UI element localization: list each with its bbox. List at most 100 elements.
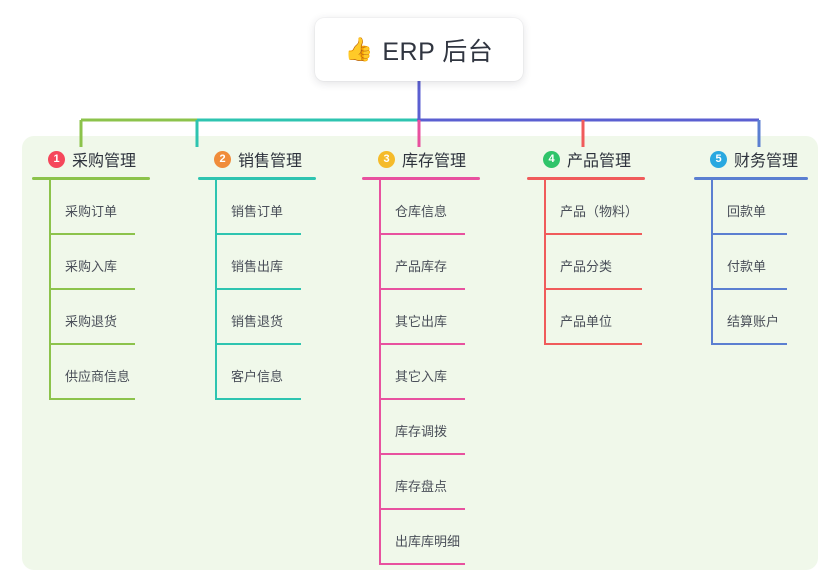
branch-underline <box>198 177 316 180</box>
leaf-underline <box>215 233 301 235</box>
leaf-underline <box>49 288 135 290</box>
leaf-underline <box>49 233 135 235</box>
branch-5[interactable]: 5 财务管理回款单付款单结算账户 <box>694 146 808 345</box>
branch-badge-icon: 3 <box>378 150 395 168</box>
leaf-label: 销售订单 <box>231 204 284 219</box>
leaf-item[interactable]: 客户信息 <box>198 345 316 400</box>
branch-children: 销售订单销售出库销售退货客户信息 <box>198 180 316 400</box>
leaf-label: 仓库信息 <box>395 204 448 219</box>
leaf-item[interactable]: 供应商信息 <box>32 345 150 400</box>
leaf-item[interactable]: 采购订单 <box>32 180 150 235</box>
leaf-underline <box>49 343 135 345</box>
branch-header-1[interactable]: 1 采购管理 <box>32 146 150 172</box>
branch-badge-icon: 4 <box>543 150 560 168</box>
branch-header-5[interactable]: 5 财务管理 <box>694 146 808 172</box>
leaf-label: 出库库明细 <box>395 534 461 549</box>
leaf-label: 销售退货 <box>231 314 284 329</box>
leaf-underline <box>215 288 301 290</box>
branch-trunk-line <box>711 180 713 345</box>
branch-children: 产品（物料） 产品分类产品单位 <box>527 180 645 345</box>
leaf-item[interactable]: 库存盘点 <box>362 455 480 510</box>
leaf-item[interactable]: 采购退货 <box>32 290 150 345</box>
leaf-label: 供应商信息 <box>65 369 131 384</box>
leaf-label: 采购入库 <box>65 259 118 274</box>
leaf-label: 产品分类 <box>560 259 613 274</box>
branch-children: 仓库信息产品库存其它出库其它入库库存调拨库存盘点出库库明细 <box>362 180 480 565</box>
leaf-item[interactable]: 结算账户 <box>694 290 808 345</box>
branch-children: 采购订单采购入库采购退货供应商信息 <box>32 180 150 400</box>
branch-title: 销售管理 <box>238 153 303 170</box>
branch-children: 回款单付款单结算账户 <box>694 180 808 345</box>
branch-3[interactable]: 3 库存管理仓库信息产品库存其它出库其它入库库存调拨库存盘点出库库明细 <box>362 146 480 565</box>
leaf-label: 库存盘点 <box>395 479 448 494</box>
leaf-item[interactable]: 其它出库 <box>362 290 480 345</box>
leaf-item[interactable]: 产品（物料） <box>527 180 645 235</box>
leaf-item[interactable]: 销售出库 <box>198 235 316 290</box>
leaf-underline <box>49 398 135 400</box>
leaf-label: 回款单 <box>727 204 767 219</box>
leaf-item[interactable]: 采购入库 <box>32 235 150 290</box>
branch-header-2[interactable]: 2 销售管理 <box>198 146 316 172</box>
leaf-label: 采购订单 <box>65 204 118 219</box>
branch-badge-icon: 5 <box>710 150 727 168</box>
leaf-label: 其它入库 <box>395 369 448 384</box>
leaf-underline <box>544 343 642 345</box>
branch-trunk-line <box>215 180 217 400</box>
branch-title: 库存管理 <box>402 153 467 170</box>
leaf-label: 产品库存 <box>395 259 448 274</box>
leaf-underline <box>544 288 642 290</box>
branch-underline <box>527 177 645 180</box>
leaf-underline <box>711 233 787 235</box>
branch-header-4[interactable]: 4 产品管理 <box>527 146 645 172</box>
leaf-label: 客户信息 <box>231 369 284 384</box>
leaf-underline <box>215 398 301 400</box>
leaf-underline <box>379 453 465 455</box>
leaf-label: 产品单位 <box>560 314 613 329</box>
leaf-item[interactable]: 产品单位 <box>527 290 645 345</box>
leaf-item[interactable]: 产品分类 <box>527 235 645 290</box>
branch-trunk-line <box>379 180 381 565</box>
leaf-item[interactable]: 仓库信息 <box>362 180 480 235</box>
leaf-underline <box>379 288 465 290</box>
leaf-item[interactable]: 出库库明细 <box>362 510 480 565</box>
leaf-label: 销售出库 <box>231 259 284 274</box>
branch-1[interactable]: 1 采购管理采购订单采购入库采购退货供应商信息 <box>32 146 150 400</box>
branch-title: 产品管理 <box>567 153 632 170</box>
leaf-label: 产品（物料） <box>560 204 639 219</box>
leaf-item[interactable]: 付款单 <box>694 235 808 290</box>
leaf-label: 付款单 <box>727 259 767 274</box>
leaf-underline <box>711 288 787 290</box>
leaf-underline <box>544 233 642 235</box>
branch-title: 财务管理 <box>734 153 799 170</box>
leaf-underline <box>379 508 465 510</box>
leaf-item[interactable]: 其它入库 <box>362 345 480 400</box>
branch-trunk-line <box>49 180 51 400</box>
root-title: ERP 后台 <box>382 37 494 66</box>
leaf-underline <box>379 343 465 345</box>
leaf-item[interactable]: 销售订单 <box>198 180 316 235</box>
root-node[interactable]: 👍 ERP 后台 <box>315 18 523 81</box>
branch-title: 采购管理 <box>72 153 137 170</box>
leaf-underline <box>379 233 465 235</box>
branch-4[interactable]: 4 产品管理产品（物料） 产品分类产品单位 <box>527 146 645 345</box>
branches-panel <box>22 136 818 570</box>
branch-2[interactable]: 2 销售管理销售订单销售出库销售退货客户信息 <box>198 146 316 400</box>
branch-badge-icon: 1 <box>48 150 65 168</box>
branch-badge-icon: 2 <box>214 150 231 168</box>
branch-underline <box>32 177 150 180</box>
leaf-label: 其它出库 <box>395 314 448 329</box>
branch-header-3[interactable]: 3 库存管理 <box>362 146 480 172</box>
leaf-underline <box>711 343 787 345</box>
leaf-item[interactable]: 产品库存 <box>362 235 480 290</box>
thumbs-up-icon: 👍 <box>344 36 374 62</box>
leaf-label: 库存调拨 <box>395 424 448 439</box>
leaf-underline <box>215 343 301 345</box>
leaf-item[interactable]: 销售退货 <box>198 290 316 345</box>
leaf-item[interactable]: 库存调拨 <box>362 400 480 455</box>
branch-underline <box>694 177 808 180</box>
leaf-underline <box>379 563 465 565</box>
branch-trunk-line <box>544 180 546 345</box>
leaf-item[interactable]: 回款单 <box>694 180 808 235</box>
branch-underline <box>362 177 480 180</box>
